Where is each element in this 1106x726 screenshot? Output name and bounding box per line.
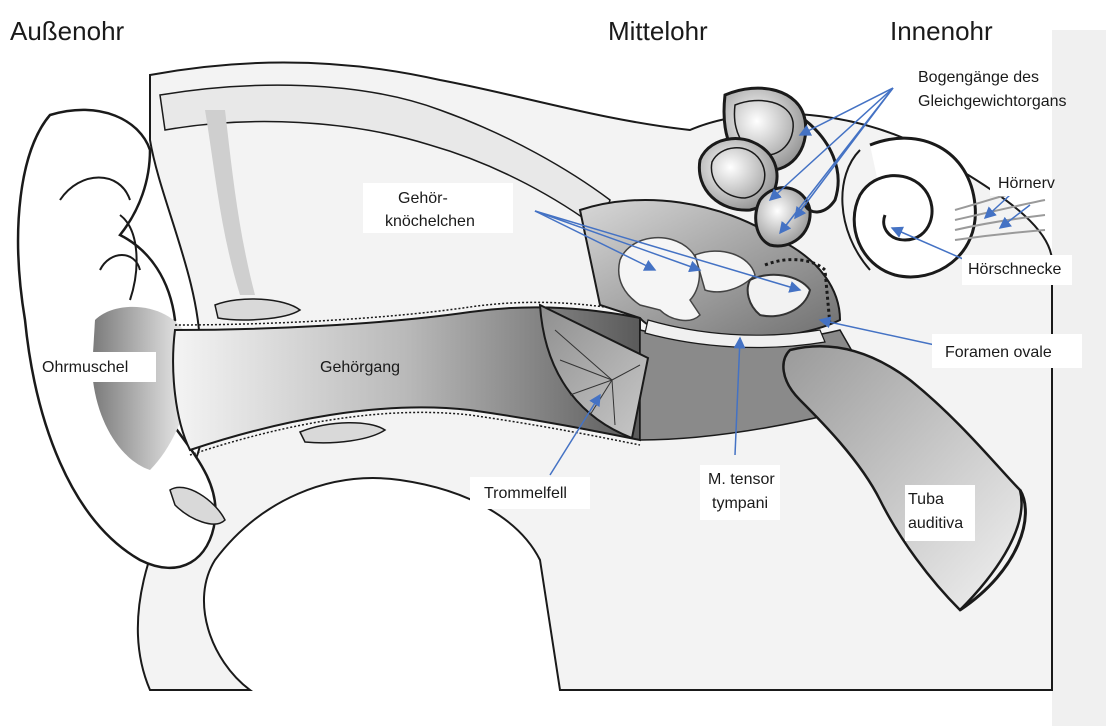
region-outer-ear-title: Außenohr: [10, 16, 125, 46]
label-tensor-tympani-line1: M. tensor: [708, 471, 775, 488]
label-oval-window: Foramen ovale: [945, 344, 1052, 361]
label-auditory-nerve: Hörnerv: [998, 175, 1055, 192]
label-semicircular-canals-line1: Bogengänge des: [918, 69, 1039, 86]
label-ossicles-line2: knöchelchen: [385, 213, 475, 230]
region-inner-ear-title: Innenohr: [890, 16, 993, 46]
label-cochlea: Hörschnecke: [968, 261, 1061, 278]
label-eardrum: Trommelfell: [484, 485, 567, 502]
label-auricle: Ohrmuschel: [42, 359, 128, 376]
label-semicircular-canals-line2: Gleichgewichtorgans: [918, 93, 1067, 110]
label-ossicles-line1: Gehör-: [398, 190, 448, 207]
label-ear-canal: Gehörgang: [320, 359, 400, 376]
label-eustachian-tube-line1: Tuba: [908, 491, 944, 508]
label-eustachian-tube-line2: auditiva: [908, 515, 963, 532]
label-tensor-tympani-line2: tympani: [712, 495, 768, 512]
right-tissue-band: [1052, 30, 1106, 726]
region-middle-ear-title: Mittelohr: [608, 16, 708, 46]
